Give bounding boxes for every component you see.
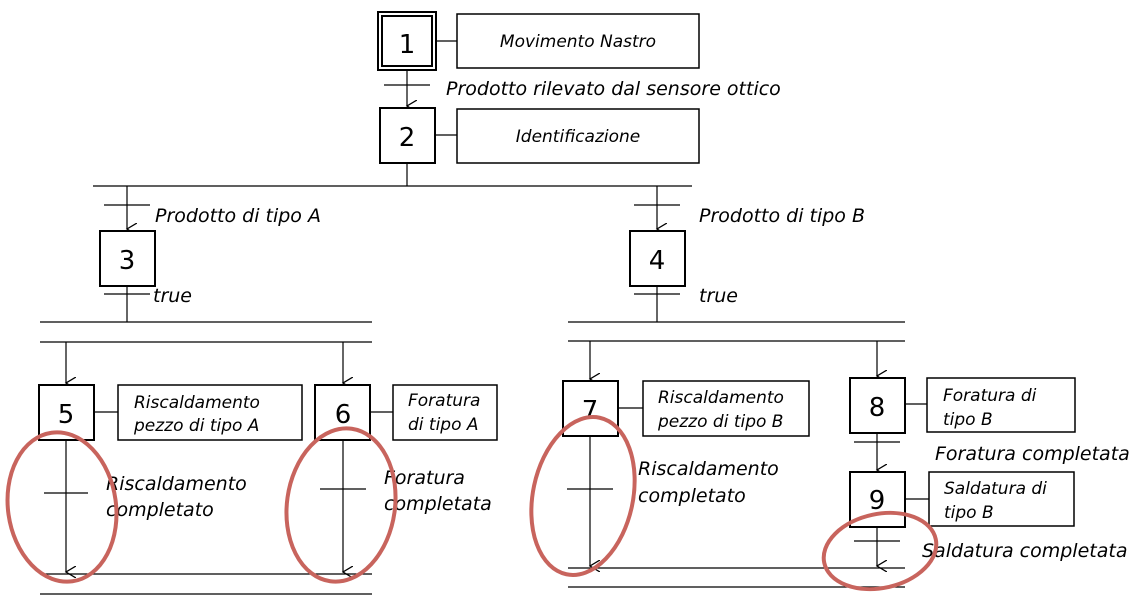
action-6: Foratura di tipo A bbox=[392, 384, 498, 441]
action-6-line-2: di tipo A bbox=[408, 415, 479, 435]
step-8-number: 8 bbox=[869, 393, 886, 423]
highlight-ellipse-5 bbox=[5, 430, 119, 584]
transition-a-label: Prodotto di tipo A bbox=[155, 205, 321, 227]
action-5: Riscaldamento pezzo di tipo A bbox=[117, 384, 303, 441]
action-5-line-2: pezzo di tipo A bbox=[133, 416, 259, 436]
transition-b-label: Prodotto di tipo B bbox=[699, 205, 865, 227]
step-8: 8 bbox=[849, 377, 906, 434]
action-8: Foratura di tipo B bbox=[926, 377, 1076, 433]
action-1-label: Movimento Nastro bbox=[500, 32, 656, 52]
step-5-number: 5 bbox=[58, 400, 75, 430]
action-9-line-2: tipo B bbox=[944, 503, 994, 523]
step-2: 2 bbox=[379, 107, 436, 164]
action-2-label: Identificazione bbox=[516, 127, 640, 147]
highlight-ellipse-9 bbox=[821, 510, 939, 592]
step-1-number: 1 bbox=[399, 30, 416, 60]
transition-7-line-1: Riscaldamento bbox=[638, 458, 779, 480]
action-9: Saldatura di tipo B bbox=[928, 471, 1075, 527]
transition-1-label: Prodotto rilevato dal sensore ottico bbox=[446, 78, 781, 100]
step-4: 4 bbox=[629, 230, 686, 287]
step-3: 3 bbox=[99, 230, 156, 287]
transition-4-label: true bbox=[699, 285, 738, 307]
transition-5-line-2: completato bbox=[106, 499, 214, 521]
step-4-number: 4 bbox=[649, 246, 666, 276]
action-8-line-2: tipo B bbox=[943, 410, 993, 430]
action-5-line-1: Riscaldamento bbox=[134, 393, 260, 413]
step-7: 7 bbox=[562, 380, 619, 437]
transition-7-line-2: completato bbox=[638, 485, 746, 507]
transition-8-label: Foratura completata bbox=[935, 443, 1130, 465]
action-9-line-1: Saldatura di bbox=[944, 479, 1047, 499]
transition-6-line-1: Foratura bbox=[384, 467, 465, 489]
highlight-ellipse-6 bbox=[284, 426, 398, 584]
step-1: 1 bbox=[377, 11, 437, 71]
step-9-number: 9 bbox=[869, 486, 886, 516]
transition-9-label: Saldatura completata bbox=[922, 540, 1127, 562]
step-6-number: 6 bbox=[335, 400, 352, 430]
transition-3-label: true bbox=[153, 285, 192, 307]
transition-6-line-2: completata bbox=[384, 493, 492, 515]
action-7-line-2: pezzo di tipo B bbox=[657, 412, 783, 432]
action-7-line-1: Riscaldamento bbox=[658, 388, 784, 408]
action-8-line-1: Foratura di bbox=[943, 386, 1037, 406]
transition-5-line-1: Riscaldamento bbox=[106, 473, 247, 495]
action-7: Riscaldamento pezzo di tipo B bbox=[642, 380, 810, 437]
action-6-line-1: Foratura bbox=[408, 391, 480, 411]
action-2: Identificazione bbox=[456, 108, 700, 164]
step-7-number: 7 bbox=[582, 396, 599, 426]
step-3-number: 3 bbox=[119, 246, 136, 276]
step-2-number: 2 bbox=[399, 123, 416, 153]
action-1: Movimento Nastro bbox=[456, 13, 700, 69]
highlight-ellipse-7 bbox=[529, 415, 637, 577]
